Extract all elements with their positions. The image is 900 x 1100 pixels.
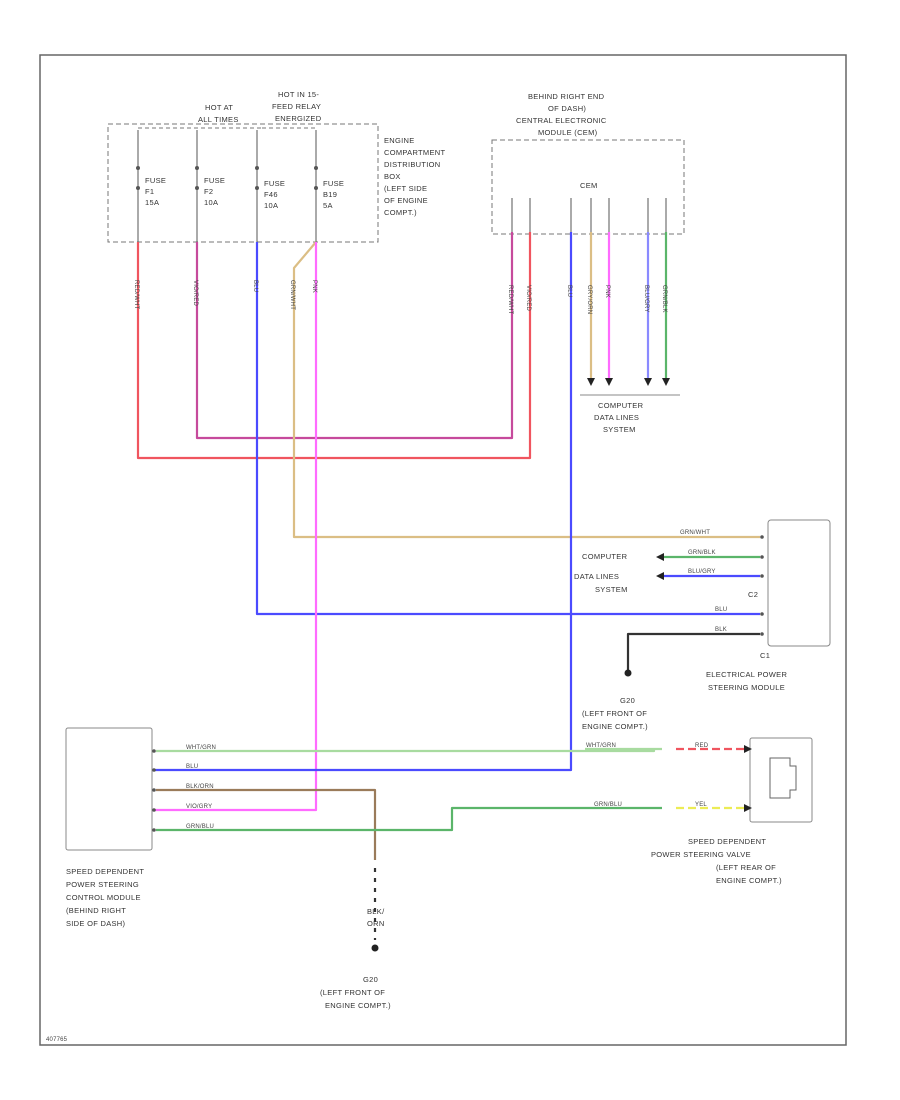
computer-data-lines-label-1: COMPUTER DATA LINES SYSTEM [594, 401, 646, 434]
diagram-frame [39, 54, 847, 1046]
engine-distribution-box [107, 123, 379, 243]
wire-blk-orn [156, 788, 377, 860]
epsm-wire-label-5: BLK [715, 627, 727, 633]
sdps-valve-label: SPEED DEPENDENT POWER STEERING VALVE (LE… [651, 837, 782, 885]
sdm-wire-label-1: WHT/GRN [186, 745, 216, 751]
arrow-c2-2 [656, 572, 664, 580]
cem-box [491, 139, 685, 235]
wire-grn-blu [156, 806, 662, 832]
epsm-label: ELECTRICAL POWER STEERING MODULE [706, 670, 790, 692]
wire-black-ground [626, 632, 760, 672]
valve-arrow-2 [744, 804, 752, 812]
valve-wire-label-3: GRN/BLU [594, 802, 622, 808]
valve-wire-label-1: WHT/GRN [586, 743, 616, 749]
epsm-wire-label-2: GRN/BLK [688, 550, 716, 556]
valve-connector-shape [769, 757, 797, 799]
cem-wire-label-5: PNK [604, 285, 610, 298]
wire-wht-grn [156, 749, 656, 753]
cem-wire-label-3: BLU [566, 285, 572, 297]
sdm-wire-label-2: BLU [186, 764, 198, 770]
wire-label-red: RED/WHT [133, 280, 139, 310]
wire-pink [150, 242, 318, 812]
cem-wire-label-4: GRY/ORN [586, 285, 592, 314]
cem-location-label: BEHIND RIGHT END OF DASH) CENTRAL ELECTR… [516, 92, 609, 137]
wire-label-grn-wht: GRN/WHT [289, 280, 295, 310]
valve-wire-label-2: RED [695, 743, 709, 749]
cem-wire-label-7: GRN/BLK [661, 285, 667, 313]
ground-g20b-label: G20 (LEFT FRONT OF ENGINE COMPT.) [320, 975, 391, 1010]
ground-g20-label: G20 (LEFT FRONT OF ENGINE COMPT.) [582, 696, 650, 731]
arrow-c2-1 [656, 553, 664, 561]
ground-g20b-dot [371, 944, 379, 952]
cem-wire-label-2: VIO/RED [525, 285, 531, 312]
connector-c1-label: C1 [760, 651, 770, 660]
footer-code: 407765 [46, 1037, 68, 1043]
wire-label-violet: VIO/RED [192, 280, 198, 307]
blk-orn-label: BLK/ ORN [367, 907, 387, 928]
epsm-wire-label-4: BLU [715, 607, 727, 613]
wire-tan [292, 241, 760, 539]
hot-at-all-times-label: HOT AT ALL TIMES [198, 103, 239, 124]
wire-label-pnk: PNK [311, 280, 317, 293]
valve-arrow-1 [744, 745, 752, 753]
data-line-arrows [587, 378, 670, 386]
wire-red [136, 232, 532, 460]
computer-data-lines-label-2: COMPUTER DATA LINES SYSTEM [574, 552, 630, 594]
epsm-box[interactable] [767, 519, 831, 647]
valve-wire-label-4: YEL [695, 802, 707, 808]
connector-c2-label: C2 [748, 590, 758, 599]
wire-label-blue: BLU [252, 280, 258, 292]
wire-blue-epsm [255, 242, 760, 616]
engine-box-label: ENGINE COMPARTMENT DISTRIBUTION BOX (LEF… [384, 136, 448, 217]
sdps-control-module-label: SPEED DEPENDENT POWER STEERING CONTROL M… [66, 867, 147, 928]
epsm-wire-label-3: BLU/GRY [688, 569, 716, 575]
hot-in-feed-relay-label: HOT IN 15- FEED RELAY ENERGIZED [272, 90, 323, 123]
epsm-pins [760, 535, 764, 636]
wire-violet-red [195, 232, 514, 440]
wire-blue-sdm [150, 232, 573, 772]
sdm-wire-label-5: GRN/BLU [186, 824, 214, 830]
sdm-wire-label-3: BLK/ORN [186, 784, 214, 790]
sdm-wire-label-4: VIO/GRY [186, 804, 212, 810]
epsm-wire-label-1: GRN/WHT [680, 530, 710, 536]
cem-wire-label-6: BLU/GRY [643, 285, 649, 313]
cem-pins [511, 198, 667, 232]
sdm-pins [152, 749, 156, 832]
cem-label: CEM [580, 181, 598, 190]
cem-wire-label-1: RED/WHT [507, 285, 513, 315]
sdps-valve-box[interactable] [749, 737, 813, 823]
sdps-control-module-box[interactable] [65, 727, 153, 851]
ground-g20-dot [624, 669, 632, 677]
